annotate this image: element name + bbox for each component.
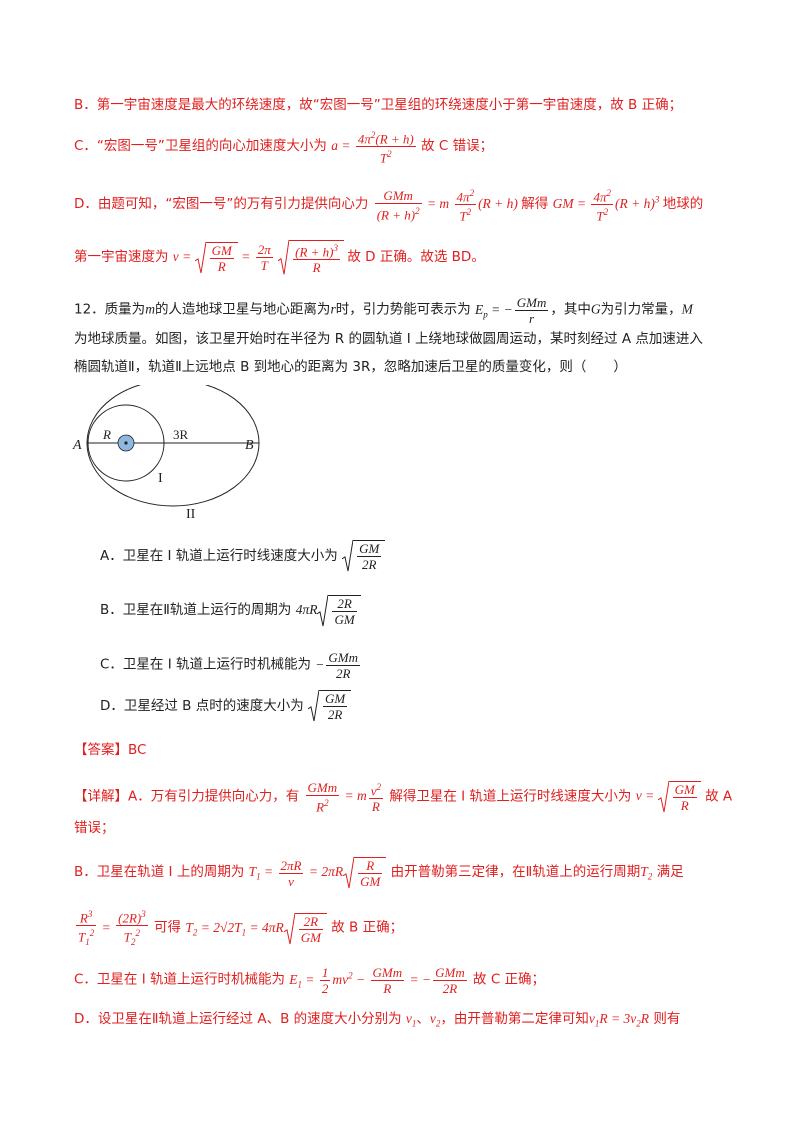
- label-orbit-ii: II: [186, 507, 196, 522]
- explanation-c-suffix: 故 C 正确；: [473, 971, 546, 988]
- option-c-text: C．卫星在 I 轨道上运行时机械能为: [100, 656, 311, 673]
- answer-line: 【答案】BC: [74, 740, 740, 760]
- explanation-b2-suffix: 故 B 正确；: [331, 919, 404, 936]
- answer-d-mid: 解得: [521, 195, 549, 212]
- question-text-1b: 的人造地球卫星与地心距离为: [154, 301, 331, 318]
- earth-center-dot: [124, 441, 128, 445]
- answer-d-line: D．由题可知，“宏图一号”的万有引力提供向心力 GMm(R + h)2 = m …: [74, 186, 740, 224]
- question-text-1d: ，其中: [550, 301, 591, 318]
- option-d-text: D．卫星经过 B 点时的速度大小为: [100, 698, 304, 714]
- answer-label: 【答案】BC: [74, 742, 147, 758]
- explanation-d-prefix: D．设卫星在Ⅱ轨道上运行经过 A、B 的速度大小分别为: [74, 1011, 402, 1027]
- explanation-a2-line: 错误；: [74, 818, 740, 838]
- question-text-3: 椭圆轨道Ⅱ，轨道Ⅱ上远地点 B 到地心的距离为 3R，忽略加速后卫星的质量变化，…: [74, 359, 627, 375]
- question-line-1: 12．质量为m的人造地球卫星与地心距离为r时，引力势能可表示为 Ep = −GM…: [74, 295, 693, 326]
- answer-d2-suffix: 故 D 正确。故选 BD。: [347, 248, 485, 265]
- question-line-2: 为地球质量。如图，该卫星开始时在半径为 R 的圆轨道 I 上绕地球做圆周运动，某…: [74, 329, 740, 349]
- option-a-text: A．卫星在 I 轨道上运行时线速度大小为: [100, 548, 338, 564]
- label-3r: 3R: [173, 427, 189, 442]
- explanation-b-mid: 由开普勒第三定律，在Ⅱ轨道上的运行周期: [390, 864, 641, 881]
- explanation-a2: 错误；: [74, 820, 115, 836]
- question-line-3: 椭圆轨道Ⅱ，轨道Ⅱ上远地点 B 到地心的距离为 3R，忽略加速后卫星的质量变化，…: [74, 357, 740, 377]
- explanation-a-prefix: 【详解】A．万有引力提供向心力，有: [74, 788, 300, 805]
- label-r: R: [102, 427, 111, 442]
- question-text-1c: 时，引力势能可表示为: [335, 301, 471, 318]
- option-b-text: B．卫星在Ⅱ轨道上运行的周期为: [100, 602, 292, 619]
- answer-d-suffix: 地球的: [662, 195, 704, 212]
- label-orbit-i: I: [158, 471, 163, 486]
- label-a: A: [72, 438, 82, 453]
- answer-b-line: B．第一宇宙速度是最大的环绕速度，故“宏图一号”卫星组的环绕速度小于第一宇宙速度…: [74, 95, 740, 115]
- orbit-diagram: A B R 3R I II: [72, 385, 260, 522]
- orbit-ii-ellipse: [86, 385, 260, 507]
- question-text-1a: 12．质量为: [74, 301, 146, 318]
- question-text-2: 为地球质量。如图，该卫星开始时在半径为 R 的圆轨道 I 上绕地球做圆周运动，某…: [74, 331, 703, 347]
- explanation-b-prefix: B．卫星在轨道 I 上的周期为: [74, 864, 245, 881]
- explanation-a-mid: 解得卫星在 I 轨道上运行时线速度大小为: [389, 788, 632, 805]
- question-text-1e: 为引力常量，: [600, 301, 682, 318]
- explanation-a-suffix: 故 A: [705, 788, 733, 805]
- formula-expl-d: v1R = 3v2R: [588, 1011, 650, 1029]
- answer-d2-prefix: 第一宇宙速度为: [74, 248, 169, 265]
- formula-accel: a = 4π2(R + h)T2: [331, 130, 416, 166]
- answer-b-text: B．第一宇宙速度是最大的环绕速度，故“宏图一号”卫星组的环绕速度小于第一宇宙速度…: [74, 97, 683, 113]
- explanation-d-suffix: 则有: [653, 1011, 681, 1027]
- explanation-b-suffix: 满足: [656, 864, 684, 881]
- answer-c-line: C．“宏图一号”卫星组的向心加速度大小为 a = 4π2(R + h)T2 故 …: [74, 128, 740, 166]
- answer-c-prefix: C．“宏图一号”卫星组的向心加速度大小为: [74, 137, 327, 154]
- answer-d-prefix: D．由题可知，“宏图一号”的万有引力提供向心力: [74, 195, 369, 212]
- explanation-d-line: D．设卫星在Ⅱ轨道上运行经过 A、B 的速度大小分别为 v1、v2，由开普勒第二…: [74, 1011, 681, 1029]
- label-b: B: [245, 438, 254, 453]
- explanation-d-mid: ，由开普勒第二定律可知: [440, 1011, 589, 1027]
- explanation-b2-mid: 可得: [154, 919, 182, 936]
- answer-c-suffix: 故 C 错误；: [421, 137, 494, 154]
- explanation-c-prefix: C．卫星在 I 轨道上运行时机械能为: [74, 971, 285, 988]
